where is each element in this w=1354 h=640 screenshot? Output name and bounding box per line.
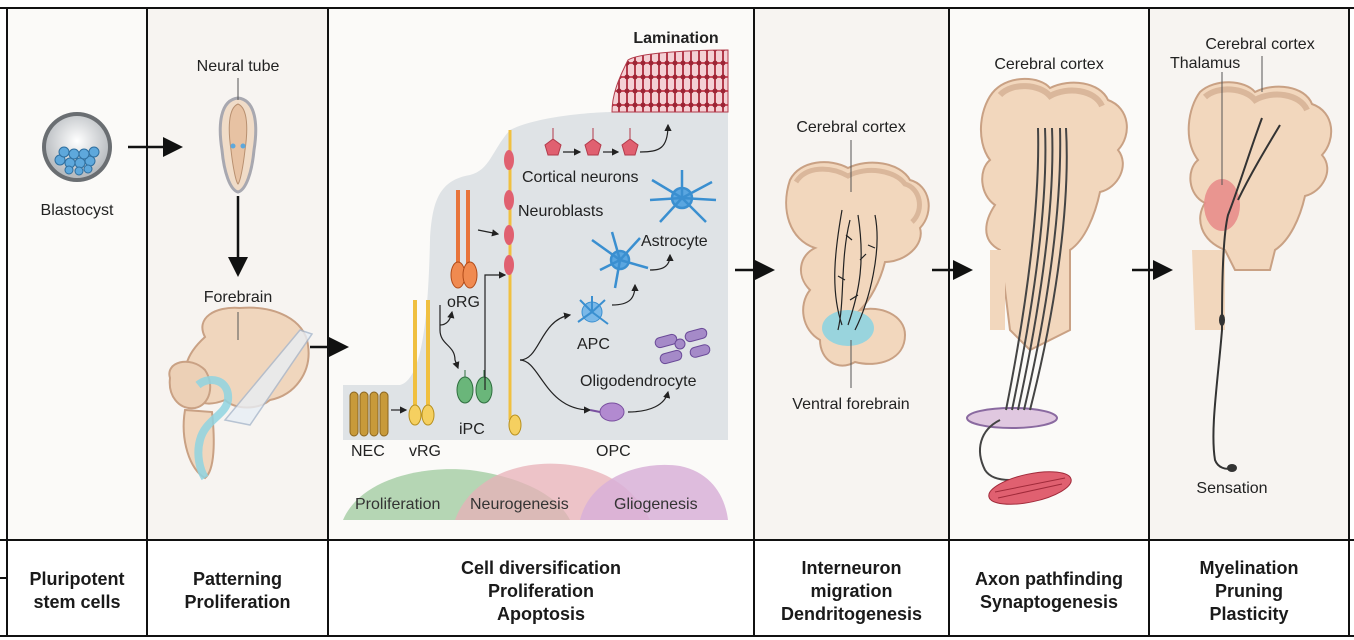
label-neural-tube: Neural tube <box>196 58 280 75</box>
astrocyte-cells <box>591 170 717 289</box>
label-cerebral-cortex-myelination: Cerebral cortex <box>1205 36 1315 53</box>
opc-cell <box>589 402 625 422</box>
ipc-cells <box>456 370 493 404</box>
vrg-cells <box>408 300 435 426</box>
label-opc: OPC <box>596 443 631 460</box>
label-astrocyte: Astrocyte <box>641 233 708 250</box>
grid-lines <box>0 7 1354 637</box>
interneuron-brain-illustration <box>785 140 930 388</box>
apc-cell <box>577 296 609 325</box>
label-cerebral-cortex-interneuron: Cerebral cortex <box>796 119 906 136</box>
label-cerebral-cortex-axon: Cerebral cortex <box>994 56 1104 73</box>
label-org: oRG <box>447 294 480 311</box>
label-thalamus: Thalamus <box>1170 55 1241 72</box>
label-forebrain: Forebrain <box>203 289 273 306</box>
phase-domes <box>343 463 728 520</box>
label-apc: APC <box>577 336 610 353</box>
label-oligodendrocyte: Oligodendrocyte <box>580 373 697 390</box>
forebrain-illustration <box>168 306 314 481</box>
phase-neurogenesis: Neurogenesis <box>470 496 569 513</box>
label-ventral-forebrain: Ventral forebrain <box>792 396 910 413</box>
phase-proliferation: Proliferation <box>355 496 441 513</box>
label-lamination: Lamination <box>633 30 719 47</box>
neural-tube-illustration <box>218 78 258 194</box>
lamination-illustration <box>611 49 729 113</box>
org-cells <box>450 190 478 289</box>
cortical-neurons <box>544 128 639 156</box>
panel-pluripotent <box>7 8 147 540</box>
label-vrg: vRG <box>409 443 441 460</box>
label-nec: NEC <box>351 443 385 460</box>
neuron-arrows <box>439 123 674 414</box>
label-neuroblasts: Neuroblasts <box>518 203 604 220</box>
myelination-brain-illustration <box>1187 56 1333 472</box>
label-sensation: Sensation <box>1196 480 1268 497</box>
phase-gliogenesis: Gliogenesis <box>614 496 698 513</box>
blastocyst-illustration <box>42 112 112 182</box>
process-background <box>343 112 728 440</box>
oligodendrocyte-cells <box>654 327 711 365</box>
neuroblast-column <box>504 130 522 436</box>
nec-cells <box>349 391 389 437</box>
label-blastocyst: Blastocyst <box>40 202 114 219</box>
axon-brain-illustration <box>966 77 1128 505</box>
label-ipc: iPC <box>459 421 485 438</box>
label-cortical-neurons: Cortical neurons <box>522 169 639 186</box>
